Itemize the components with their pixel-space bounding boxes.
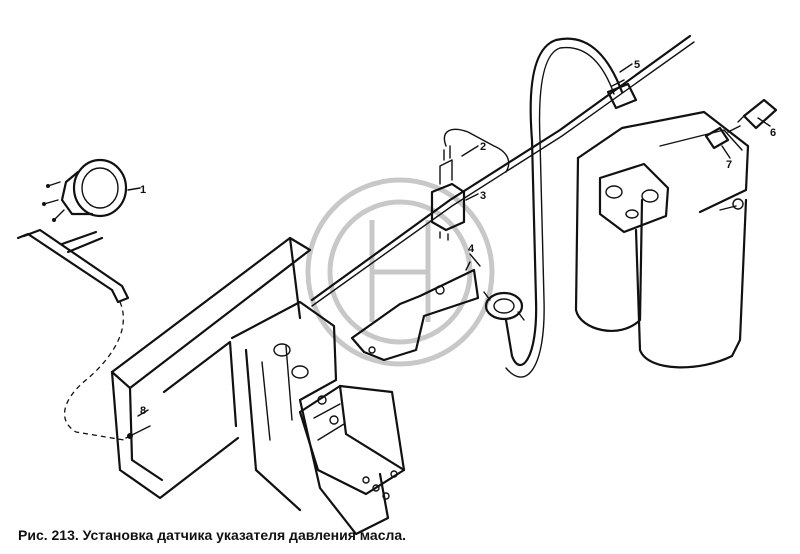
callout-leaders [137, 63, 771, 417]
cross-member-bracket [230, 300, 390, 536]
callout-3: 3 [480, 190, 486, 202]
oil-pressure-gauge [42, 158, 141, 222]
frame-side-member [110, 236, 312, 500]
callout-1: 1 [140, 184, 146, 196]
pressure-warning-switch [483, 291, 525, 321]
callout-2: 2 [480, 141, 486, 153]
oil-pressure-sensor [430, 128, 510, 241]
gauge-tube [16, 228, 130, 304]
engine-mount [298, 384, 406, 500]
callout-8: 8 [140, 405, 146, 417]
callout-4: 4 [468, 243, 475, 255]
callout-5: 5 [634, 59, 640, 71]
oil-line-main [310, 34, 692, 302]
oil-filter-housing [574, 110, 750, 369]
wire-dashed [64, 301, 125, 441]
sensor-mounting-plate [350, 261, 480, 362]
flexible-hose [504, 37, 624, 378]
callout-6: 6 [770, 127, 776, 139]
drain-plug-6 [737, 98, 778, 130]
fitting-5 [606, 79, 638, 110]
figure-caption: Рис. 213. Установка датчика указателя да… [18, 527, 407, 543]
callout-7: 7 [726, 159, 732, 171]
fitting-7 [704, 125, 741, 150]
